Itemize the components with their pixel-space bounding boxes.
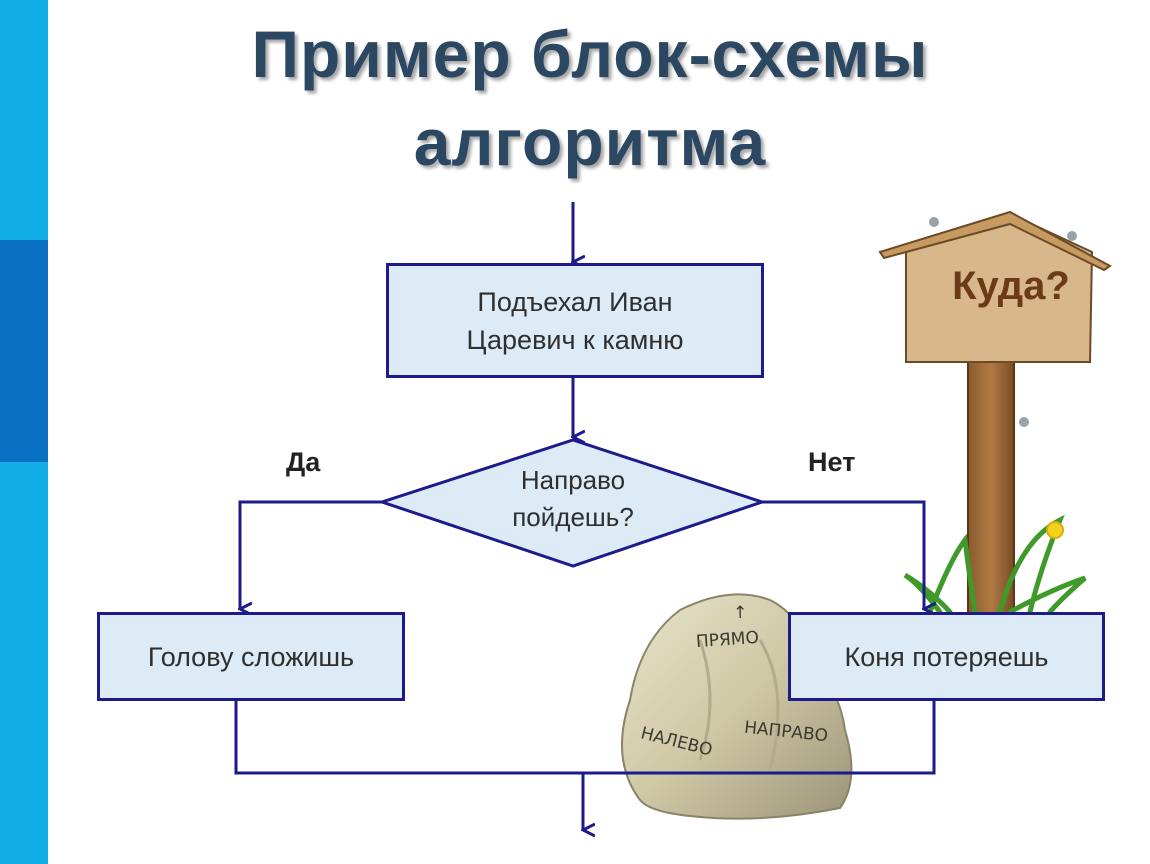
no-outcome-box: Коня потеряешь [788, 612, 1105, 701]
arrow-no-branch [762, 500, 924, 609]
signpost-roof [878, 210, 1112, 272]
start-box-line-2: Царевич к камню [466, 324, 684, 355]
signpost-nail [1067, 231, 1077, 241]
signpost-grass [903, 514, 1087, 615]
decision-line-2: пойдешь? [512, 502, 634, 532]
signpost-text: Куда? [952, 264, 1070, 308]
yes-outcome-text: Голову сложишь [147, 641, 355, 672]
decision-text: Направо пойдешь? [478, 462, 668, 536]
yes-outcome-box: Голову сложишь [97, 612, 405, 701]
page-title-line-2: алгоритма [413, 105, 767, 179]
start-process-box: Подъехал Иван Царевич к камню [386, 263, 764, 378]
dandelion-flower [1046, 521, 1064, 539]
page-title-line-1: Пример блок-схемы [251, 17, 929, 91]
sidebar-segment-top [0, 0, 48, 240]
rock-arrow-glyph: ↑ [733, 603, 748, 623]
signpost-nail [929, 217, 939, 227]
signpost-illustration [878, 210, 1112, 615]
no-outcome-text: Коня потеряешь [844, 641, 1049, 672]
start-box-line-1: Подъехал Иван [477, 286, 673, 317]
sidebar-segment-bottom [0, 462, 48, 864]
decision-diamond [377, 438, 767, 568]
yes-label: Да [286, 447, 321, 477]
sidebar-stripe [0, 0, 48, 864]
sidebar-segment-middle [0, 240, 48, 462]
signpost-pole [967, 357, 1015, 615]
no-label: Нет [808, 447, 856, 477]
arrow-yes-branch [240, 500, 382, 609]
decision-line-1: Направо [520, 465, 626, 495]
signpost-nail [1019, 417, 1029, 427]
connector-merge [234, 700, 936, 775]
